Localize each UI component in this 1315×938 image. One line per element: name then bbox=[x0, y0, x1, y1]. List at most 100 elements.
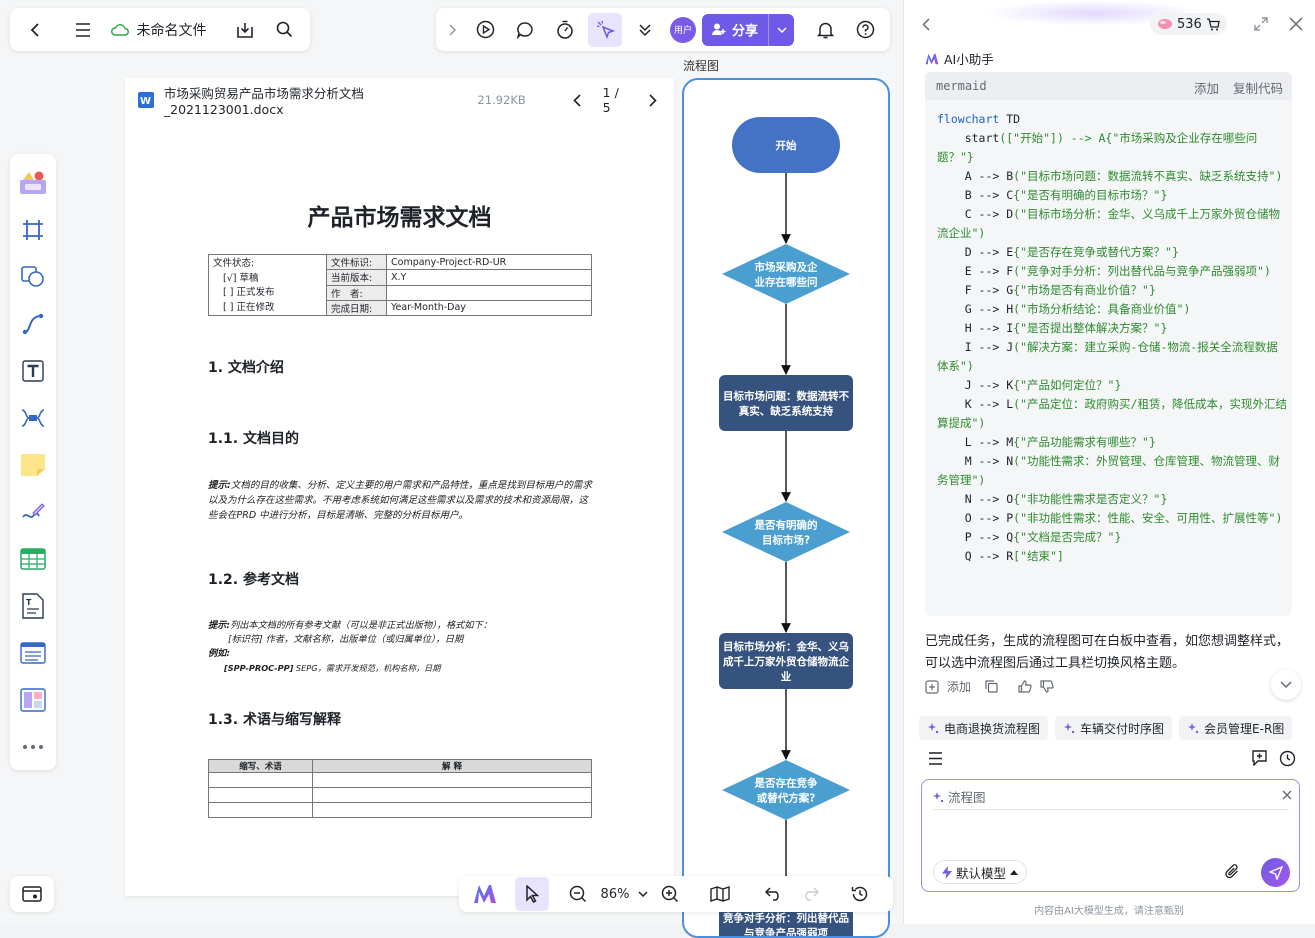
more-icon[interactable] bbox=[11, 723, 55, 770]
prev-page-icon[interactable] bbox=[568, 88, 587, 112]
map-view-icon[interactable] bbox=[703, 877, 737, 911]
suggestion-chip[interactable]: 会员管理E-R图 bbox=[1179, 716, 1292, 740]
select-tool-icon[interactable] bbox=[515, 877, 549, 911]
flowchart-diagram: 开始市场采购及企业存在哪些问目标市场问题：数据流转不真实、缺乏系统支持是否有明确… bbox=[684, 80, 888, 938]
suggestion-label: 电商退换货流程图 bbox=[944, 720, 1040, 737]
note-label: 提示: bbox=[208, 480, 231, 491]
flow-node[interactable] bbox=[722, 244, 850, 304]
text-icon[interactable] bbox=[11, 348, 55, 395]
list-view-icon[interactable] bbox=[11, 629, 55, 676]
add-code-button[interactable]: 添加 bbox=[1194, 78, 1219, 97]
history-menu-icon[interactable] bbox=[925, 748, 945, 768]
document-icon[interactable]: T bbox=[11, 582, 55, 629]
code-line: flowchart TD bbox=[937, 110, 1287, 129]
word-file-icon: W bbox=[137, 91, 156, 109]
scroll-down-button[interactable] bbox=[1271, 670, 1301, 700]
search-icon[interactable] bbox=[267, 12, 302, 48]
suggestion-label: 车辆交付时序图 bbox=[1080, 720, 1164, 737]
flow-node-label: 真实、缺乏系统支持 bbox=[739, 405, 834, 418]
suggestion-chip[interactable]: 电商退换货流程图 bbox=[919, 716, 1048, 740]
model-label: 默认模型 bbox=[956, 863, 1006, 882]
code-line: C --> D("目标市场分析：金华、义乌成千上万家外贸仓储物流企业") bbox=[937, 205, 1287, 243]
ai-logo-icon[interactable] bbox=[465, 877, 505, 911]
credits-count: 536 bbox=[1177, 17, 1202, 32]
assistant-name: AI小助手 bbox=[944, 49, 994, 68]
menu-icon[interactable] bbox=[65, 12, 100, 48]
connector-icon[interactable] bbox=[11, 301, 55, 348]
document-preview[interactable]: W 市场采购贸易产品市场需求分析文档_2021123001.docx 21.92… bbox=[125, 78, 674, 896]
ai-logo-icon bbox=[925, 53, 939, 65]
shapes-icon[interactable] bbox=[11, 254, 55, 301]
share-button[interactable]: 分享 bbox=[702, 14, 794, 46]
meta-key: 作 者: bbox=[327, 285, 387, 300]
laser-pointer-icon[interactable] bbox=[588, 13, 622, 47]
meta-key: 当前版本: bbox=[327, 270, 387, 285]
ai-disclaimer: 内容由AI大模型生成，请注意甄别 bbox=[904, 902, 1314, 917]
chevron-right-icon[interactable] bbox=[444, 13, 462, 47]
chevron-down-icon[interactable] bbox=[768, 14, 794, 46]
timer-icon[interactable] bbox=[548, 13, 582, 47]
frame-icon[interactable] bbox=[11, 207, 55, 254]
mindmap-icon[interactable] bbox=[11, 395, 55, 442]
send-button[interactable] bbox=[1261, 858, 1290, 887]
clock-icon[interactable] bbox=[1277, 748, 1297, 768]
copy-icon[interactable] bbox=[985, 680, 998, 693]
undo-icon[interactable] bbox=[757, 877, 791, 911]
redo-icon[interactable] bbox=[793, 877, 827, 911]
zoom-in-icon[interactable] bbox=[653, 877, 687, 911]
term-header: 解 释 bbox=[313, 760, 592, 773]
play-icon[interactable] bbox=[468, 13, 502, 47]
comment-icon[interactable] bbox=[508, 13, 542, 47]
bell-icon[interactable] bbox=[808, 13, 842, 47]
history-icon[interactable] bbox=[843, 877, 877, 911]
page-indicator: 1 / 5 bbox=[603, 85, 629, 115]
thumbs-down-icon[interactable] bbox=[1040, 680, 1054, 693]
model-selector[interactable]: 默认模型 bbox=[933, 860, 1027, 884]
note-label: 提示: bbox=[208, 620, 230, 631]
flow-node[interactable] bbox=[722, 760, 850, 820]
status-cell: 文件状态: [√] 草稿 [ ] 正式发布 [ ] 正在修改 bbox=[209, 255, 327, 316]
next-page-icon[interactable] bbox=[643, 88, 662, 112]
collapse-panel-icon[interactable] bbox=[916, 14, 936, 34]
copy-code-button[interactable]: 复制代码 bbox=[1233, 78, 1283, 97]
avatar[interactable]: 用户 bbox=[670, 17, 696, 43]
zoom-level[interactable]: 86% bbox=[597, 887, 633, 902]
zoom-out-icon[interactable] bbox=[561, 877, 595, 911]
expand-icon[interactable] bbox=[1251, 14, 1271, 34]
thumbs-up-icon[interactable] bbox=[1018, 680, 1032, 693]
input-tag: 流程图 bbox=[932, 787, 986, 806]
status-option: [ ] 正式发布 bbox=[213, 286, 322, 301]
close-icon[interactable] bbox=[1286, 14, 1306, 34]
input-tag-label: 流程图 bbox=[948, 787, 986, 806]
new-chat-icon[interactable] bbox=[1249, 748, 1269, 768]
chat-input-box[interactable]: 流程图 默认模型 bbox=[921, 779, 1300, 892]
layout-icon[interactable] bbox=[11, 676, 55, 723]
minimap-icon[interactable] bbox=[10, 876, 54, 912]
back-icon[interactable] bbox=[18, 12, 53, 48]
zoom-dropdown-icon[interactable] bbox=[635, 877, 651, 911]
table-icon[interactable] bbox=[11, 535, 55, 582]
pen-icon[interactable] bbox=[11, 488, 55, 535]
credits-badge[interactable]: 536 bbox=[1150, 13, 1227, 35]
code-line: D --> E{"是否存在竞争或替代方案？"} bbox=[937, 243, 1287, 262]
clear-tag-icon[interactable] bbox=[1279, 787, 1295, 803]
download-icon[interactable] bbox=[227, 12, 262, 48]
reply-add-button[interactable]: 添加 bbox=[947, 678, 971, 695]
note-format: [标识符] 作者，文献名称，出版单位（或归属单位），日期 bbox=[208, 633, 608, 647]
status-option: [√] 草稿 bbox=[213, 272, 322, 287]
help-icon[interactable] bbox=[848, 13, 882, 47]
add-to-board-icon[interactable] bbox=[925, 680, 939, 694]
flow-node-label: 业 bbox=[781, 670, 792, 683]
code-line: J --> K{"产品如何定位？"} bbox=[937, 376, 1287, 395]
double-chevron-down-icon[interactable] bbox=[628, 13, 662, 47]
code-line: P --> Q{"文档是否完成？"} bbox=[937, 528, 1287, 547]
file-name[interactable]: 未命名文件 bbox=[136, 20, 211, 40]
lightning-icon bbox=[942, 866, 952, 879]
flow-node[interactable] bbox=[722, 502, 850, 562]
suggestion-chip[interactable]: 车辆交付时序图 bbox=[1055, 716, 1172, 740]
flowchart-frame[interactable]: 开始市场采购及企业存在哪些问目标市场问题：数据流转不真实、缺乏系统支持是否有明确… bbox=[682, 78, 890, 938]
sticky-note-icon[interactable] bbox=[11, 442, 55, 489]
templates-icon[interactable] bbox=[11, 160, 55, 207]
attachment-icon[interactable] bbox=[1222, 862, 1242, 882]
flow-node[interactable] bbox=[719, 375, 853, 431]
